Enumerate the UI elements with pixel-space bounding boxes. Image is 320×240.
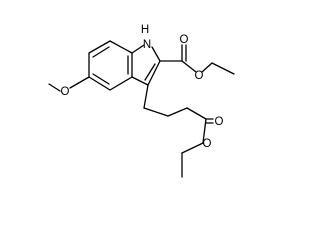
bond	[211, 62, 235, 75]
bond	[109, 76, 133, 91]
bond	[131, 44, 145, 54]
bond	[92, 73, 110, 85]
atom-label-h: H	[141, 24, 149, 36]
atom-label-o: O	[195, 70, 204, 82]
bond	[131, 76, 149, 86]
bond	[151, 46, 161, 62]
bond	[147, 60, 161, 86]
bond	[202, 118, 207, 144]
atom-label-n: N	[143, 39, 151, 51]
bond	[69, 76, 90, 89]
atom-label-o: O	[203, 138, 212, 150]
bond	[48, 83, 61, 92]
bond	[144, 63, 156, 81]
atom-labels: H N O O O O O	[61, 24, 224, 150]
bond	[181, 142, 204, 154]
bond	[88, 76, 111, 91]
bond	[88, 40, 111, 54]
bond	[201, 62, 213, 73]
bond	[109, 40, 133, 54]
bond	[143, 107, 169, 117]
bond	[143, 84, 149, 109]
chemical-structure: H N O O O O O	[48, 24, 235, 178]
bond	[181, 60, 197, 73]
bond	[92, 46, 110, 58]
atom-label-o: O	[180, 34, 189, 46]
bond	[186, 107, 207, 120]
atom-label-o: O	[61, 86, 70, 98]
bond	[167, 107, 188, 117]
atom-label-o: O	[215, 116, 224, 128]
bonds	[48, 40, 235, 178]
